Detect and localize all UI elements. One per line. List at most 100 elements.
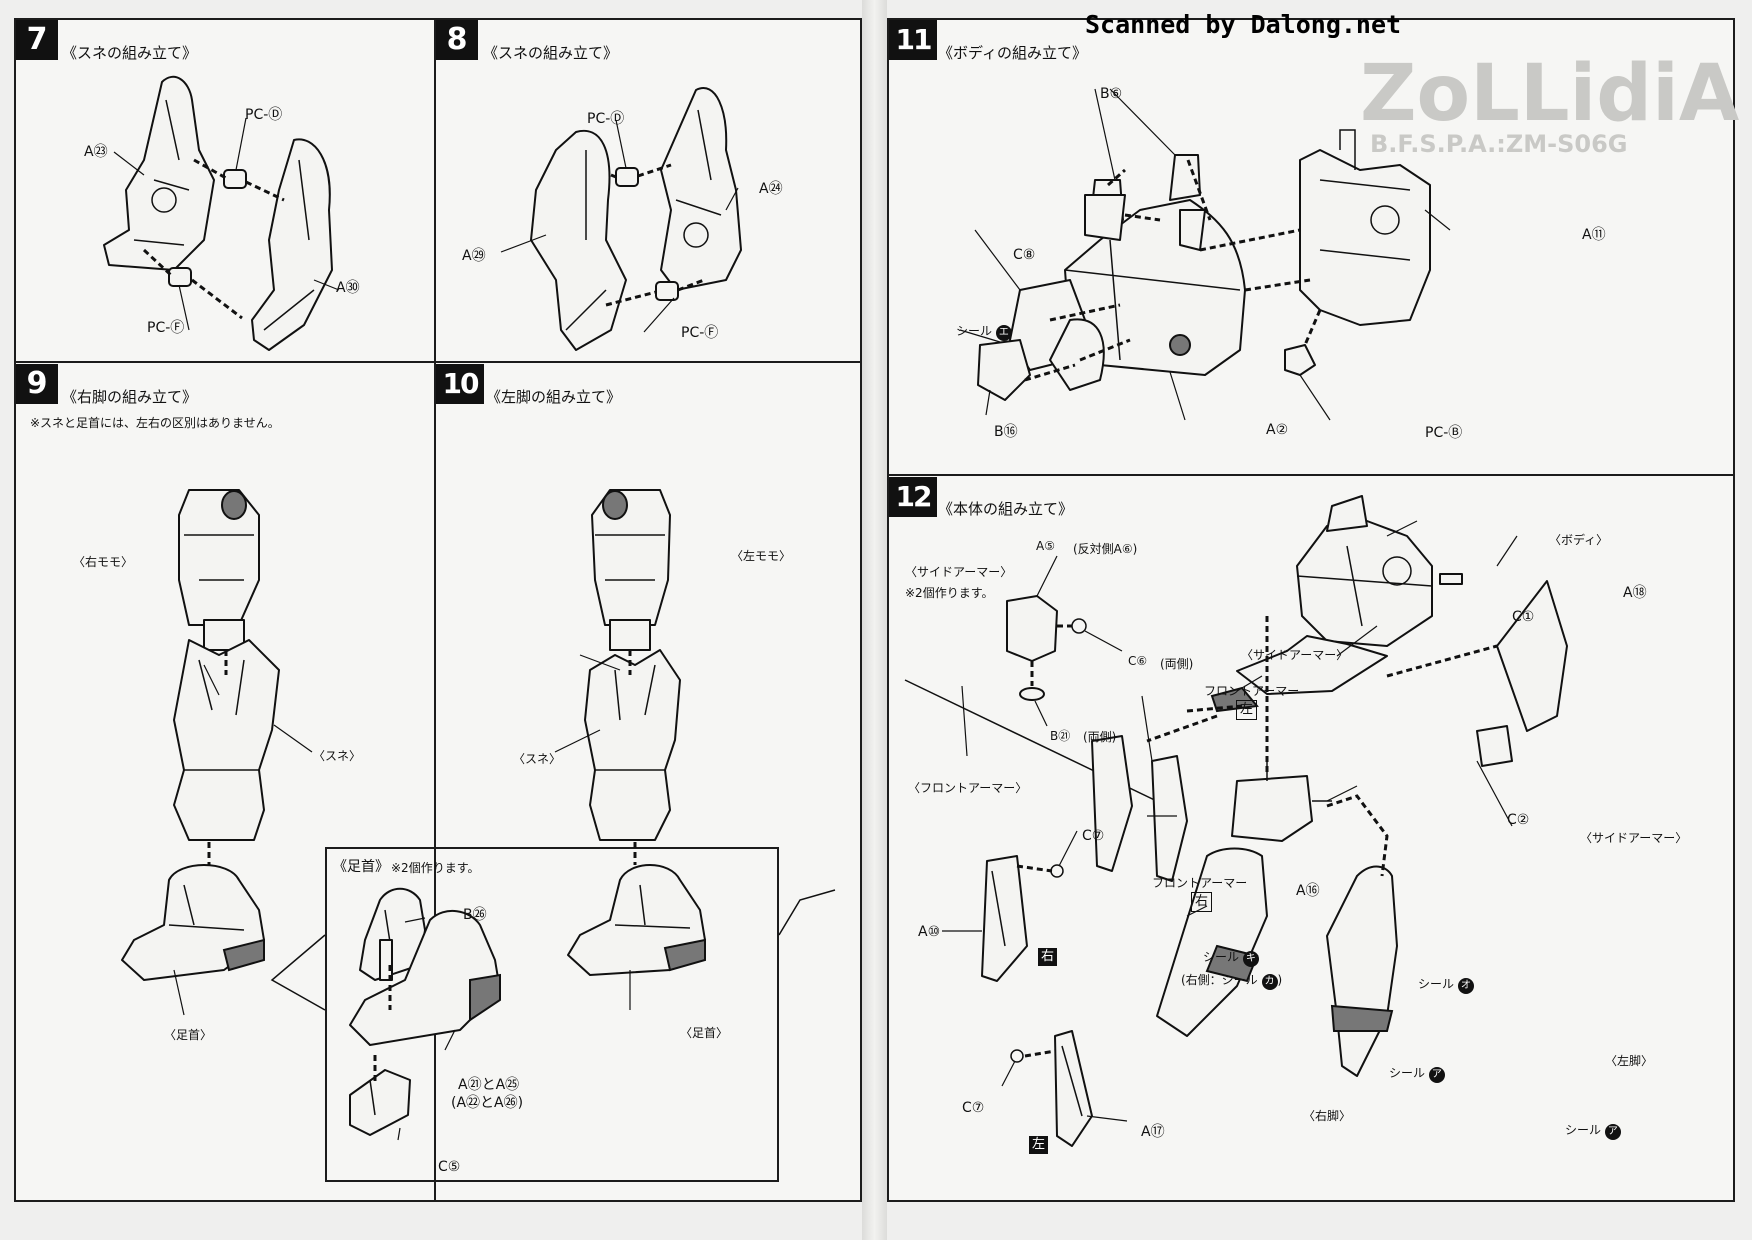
- step-8-number: 8: [436, 20, 478, 60]
- label-a10: A⑩: [918, 924, 941, 940]
- step-7-number: 7: [16, 20, 58, 60]
- seal-a2-mark: ア: [1604, 1124, 1621, 1140]
- label-seal-o: シール オ: [1418, 975, 1474, 994]
- step-7-diagram: [103, 75, 340, 351]
- label-seal-ki: シール キ: [1203, 948, 1259, 967]
- step-9-number: 9: [16, 364, 58, 404]
- seal-a1-text: シール: [1389, 1066, 1426, 1080]
- label-front-armor-left: フロントアーマー: [1204, 684, 1300, 698]
- step-8-diagram: [500, 87, 742, 351]
- label-b6: B⑥: [1100, 86, 1123, 102]
- label-shin-10: 〈スネ〉: [513, 752, 562, 766]
- step-9-title: 《右脚の組み立て》: [62, 388, 198, 406]
- label-left-mark: 左: [1029, 1136, 1049, 1154]
- ankle-inset-title: 《足首》: [333, 859, 389, 875]
- step-10-number: 10: [436, 364, 484, 404]
- label-side-armor-note: ※2個作ります。: [905, 586, 994, 600]
- seal-o-text: シール: [1418, 977, 1455, 991]
- step-12-title: 《本体の組み立て》: [938, 500, 1074, 518]
- seal-e-text: シール: [956, 324, 993, 338]
- label-seal-a2: シール ア: [1565, 1121, 1621, 1140]
- label-seal-e: シール エ: [956, 322, 1012, 341]
- label-c1: C①: [1512, 609, 1535, 625]
- label-seal-ka-note: (右側：シール カ): [1181, 971, 1282, 990]
- label-a5-opposite: (反対側A⑥): [1073, 542, 1138, 556]
- seal-ka-text: (右側：シール: [1181, 973, 1258, 987]
- label-pcf: PC-Ⓕ: [147, 320, 185, 336]
- ankle-inset-note: ※2個作ります。: [391, 861, 480, 875]
- step-9-note: ※スネと足首には、左右の区別はありません。: [30, 416, 280, 430]
- label-c7-left: C⑦: [962, 1100, 985, 1116]
- label-side-armor-right: 〈サイドアーマー〉: [1580, 831, 1688, 845]
- label-front-left-mark: 左: [1236, 700, 1258, 720]
- label-c6-both: (両側): [1160, 657, 1194, 671]
- label-b21-both: (両側): [1083, 730, 1117, 744]
- background-logo: ZoLLidiA B.F.S.P.A.:ZM-S06G: [1360, 49, 1739, 158]
- step-7-title: 《スネの組み立て》: [62, 44, 198, 62]
- step-9-diagram: [121, 489, 313, 1016]
- label-side-armor-left: 〈サイドアーマー〉: [1241, 648, 1349, 662]
- label-ankle-9: 〈足首〉: [164, 1028, 213, 1042]
- scan-credit: Scanned by Dalong.net: [1085, 10, 1402, 39]
- seal-a1-mark: ア: [1428, 1067, 1445, 1083]
- seal-ka-close: ): [1277, 973, 1283, 987]
- step-10-title: 《左脚の組み立て》: [486, 388, 622, 406]
- label-seal-a1: シール ア: [1389, 1064, 1445, 1083]
- label-front-armor-title: 〈フロントアーマー〉: [908, 781, 1028, 795]
- label-a24: A㉔: [759, 181, 783, 197]
- seal-ki-text: シール: [1203, 950, 1240, 964]
- label-ankle-10: 〈足首〉: [680, 1026, 729, 1040]
- label-b16: B⑯: [994, 424, 1018, 440]
- label-pcd-8: PC-Ⓓ: [587, 111, 625, 127]
- label-side-armor-title: 〈サイドアーマー〉: [905, 565, 1013, 579]
- label-c6: C⑥: [1128, 654, 1148, 668]
- seal-o-mark: オ: [1457, 978, 1474, 994]
- label-c7-right: C⑦: [1082, 828, 1105, 844]
- seal-ka-mark: カ: [1261, 974, 1278, 990]
- step-11-diagram: [959, 88, 1451, 421]
- label-right-leg: 〈右脚〉: [1303, 1109, 1352, 1123]
- seal-e-mark: エ: [995, 325, 1012, 341]
- label-a29: A㉙: [462, 248, 486, 264]
- step-11-number: 11: [889, 20, 937, 60]
- divider-left-vertical: [434, 18, 436, 1202]
- label-right-thigh: 〈右モモ〉: [73, 555, 134, 569]
- label-right-mark: 右: [1038, 948, 1058, 966]
- step-12-number: 12: [889, 477, 937, 517]
- label-c5: C⑤: [438, 1159, 461, 1175]
- label-b26: B㉖: [463, 907, 487, 923]
- label-a22-a26: (A㉒とA㉖): [451, 1095, 524, 1111]
- svg-text:B.F.S.P.A.:ZM-S06G: B.F.S.P.A.:ZM-S06G: [1370, 130, 1627, 158]
- seal-ki-mark: キ: [1242, 951, 1259, 967]
- label-a18: A⑱: [1623, 585, 1647, 601]
- label-front-right-mark: 右: [1191, 892, 1213, 912]
- label-front-armor-right: フロントアーマー: [1152, 876, 1248, 890]
- divider-right-horizontal: [887, 474, 1735, 476]
- divider-left-horizontal: [14, 361, 862, 363]
- label-body: 〈ボディ〉: [1549, 533, 1609, 547]
- label-a2: A②: [1266, 422, 1289, 438]
- label-a30: A㉚: [336, 280, 360, 296]
- label-a5: A⑤: [1036, 539, 1055, 553]
- label-a17: A⑰: [1141, 1124, 1165, 1140]
- step-8-title: 《スネの組み立て》: [483, 44, 619, 62]
- step-12-diagram: [904, 495, 1568, 1147]
- svg-text:ZoLLidiA: ZoLLidiA: [1360, 49, 1739, 139]
- label-left-leg: 〈左脚〉: [1605, 1054, 1654, 1068]
- step-10-diagram: [554, 489, 706, 1010]
- ankle-inset-diagram: [349, 887, 501, 1141]
- label-pcd: PC-Ⓓ: [245, 107, 283, 123]
- ankle-inset-box: [325, 847, 779, 1182]
- label-pcb: PC-Ⓑ: [1425, 425, 1463, 441]
- label-a16: A⑯: [1296, 883, 1320, 899]
- step-11-title: 《ボディの組み立て》: [938, 44, 1087, 62]
- label-c8: C⑧: [1013, 247, 1036, 263]
- label-a21-a25: A㉑とA㉕: [458, 1077, 520, 1093]
- label-a23: A㉓: [84, 144, 108, 160]
- label-b21: B㉑: [1050, 729, 1071, 743]
- label-c2: C②: [1507, 812, 1530, 828]
- label-a11: A⑪: [1582, 227, 1606, 243]
- label-shin-9: 〈スネ〉: [313, 749, 362, 763]
- page-gutter: [862, 0, 887, 1240]
